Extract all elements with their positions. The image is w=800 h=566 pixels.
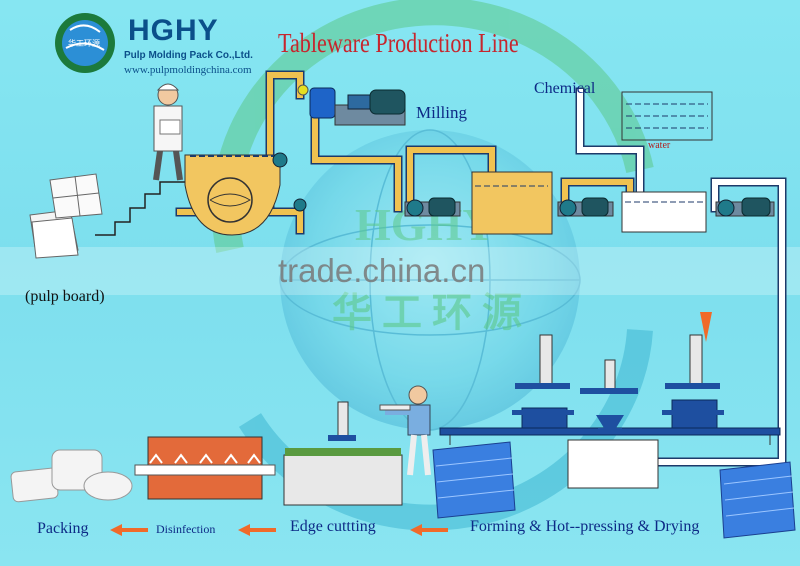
svg-text:华工环源: 华工环源 (68, 38, 100, 48)
storage-tank (471, 171, 553, 235)
disinfection-tunnel (134, 436, 276, 500)
chinese-watermark: 华工环源 (332, 290, 532, 336)
chemical-label: Chemical (534, 80, 596, 97)
worker-operator (379, 385, 431, 476)
company-website: www.pulpmoldingchina.com (124, 64, 252, 76)
forming-press (512, 334, 574, 429)
pump-pulper (272, 152, 307, 212)
site-watermark: trade.china.cn (278, 252, 486, 289)
company-logo: 华工环源 (55, 13, 115, 73)
pulp-board-stack (29, 173, 103, 259)
milling-machine (297, 84, 406, 126)
brand-name: HGHY (128, 14, 219, 47)
pump-row (404, 197, 775, 217)
flow-arrows (110, 524, 448, 536)
edge-cutting-machine (283, 401, 403, 506)
pulp-board-label: (pulp board) (25, 288, 105, 305)
packing-label: Packing (37, 520, 89, 537)
pulper-tank (184, 154, 281, 236)
molded-tableware (10, 449, 133, 503)
watermark-band (0, 247, 800, 295)
diagram-title: Tableware Production Line (278, 28, 519, 58)
stairs (95, 181, 185, 236)
transfer-press (580, 359, 638, 433)
water-label: water (648, 140, 671, 151)
company-name: Pulp Molding Pack Co.,Ltd. (124, 50, 253, 61)
plastic-crate-right (719, 461, 796, 539)
plastic-crate-left (432, 441, 516, 519)
pipe-network (175, 70, 787, 467)
worker-carrying-board (153, 83, 183, 181)
hot-press (662, 312, 724, 429)
mixing-tank (621, 191, 707, 233)
edge-cutting-label: Edge cuttting (290, 518, 376, 535)
forming-label: Forming & Hot--pressing & Drying (470, 518, 700, 535)
milling-label: Milling (416, 103, 468, 122)
disinfection-label: Disinfection (156, 522, 216, 536)
chemical-water-tank (621, 91, 713, 141)
